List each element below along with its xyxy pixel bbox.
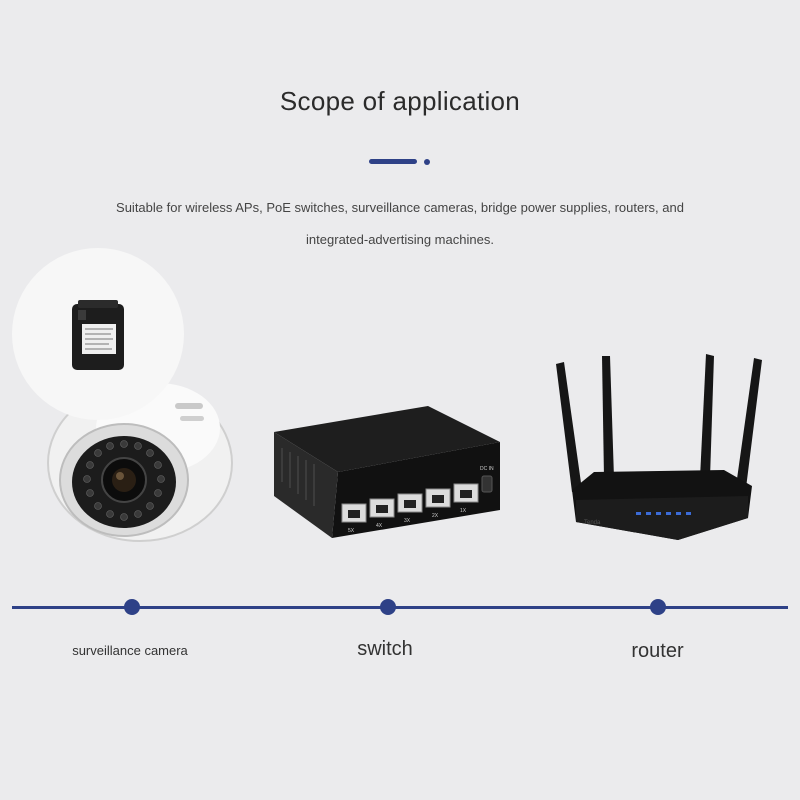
timeline-line (12, 606, 788, 609)
wifi-router-image: Tenda (548, 350, 768, 550)
surveillance-camera-image (40, 368, 240, 548)
switch-port-label: 3X (404, 518, 411, 524)
description-line-1: Suitable for wireless APs, PoE switches,… (116, 200, 684, 215)
description-line-2: integrated-advertising machines. (306, 232, 494, 247)
title-decoration (369, 159, 433, 165)
caption-router: router (631, 640, 684, 662)
router-brand-label: Tenda (584, 520, 601, 526)
page-title: Scope of application (279, 86, 521, 116)
power-adapter-image (72, 300, 124, 370)
switch-dc-label: DC IN (480, 466, 494, 472)
timeline-node-camera (124, 599, 140, 615)
network-switch-image: 5X 4X 3X 2X 1X DC IN (268, 400, 508, 550)
title-underline-bar (369, 159, 417, 164)
switch-port-label: 5X (348, 528, 355, 534)
switch-port-label: 1X (460, 508, 467, 514)
title-underline-dot (424, 159, 430, 165)
power-adapter-badge (12, 248, 184, 420)
switch-port-label: 2X (432, 513, 439, 519)
caption-surveillance-camera: surveillance camera (72, 643, 188, 658)
timeline-node-switch (380, 599, 396, 615)
caption-switch: switch (357, 638, 413, 660)
switch-port-label: 4X (376, 523, 383, 529)
timeline-node-router (650, 599, 666, 615)
